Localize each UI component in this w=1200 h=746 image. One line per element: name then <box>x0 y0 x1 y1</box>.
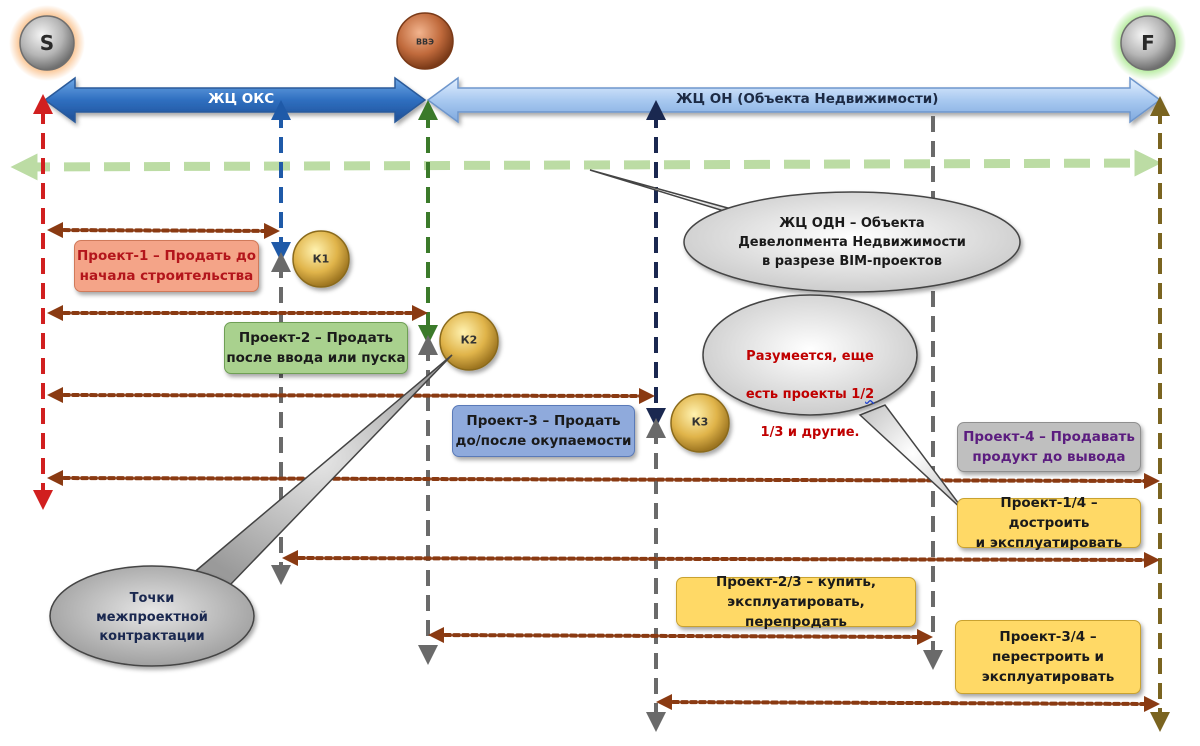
points-callout-tail <box>183 354 453 586</box>
project-1-4-label: Проект-1/4 – достроить и эксплуатировать <box>975 495 1123 551</box>
span-project-4 <box>47 470 1160 489</box>
extra-callout-tail <box>858 404 966 513</box>
k3-label: К3 <box>691 415 709 429</box>
start-milestone <box>19 15 75 71</box>
extra-callout <box>702 294 918 416</box>
contract-k2 <box>439 311 499 371</box>
project-2-3-label: Проект-2/3 – купить, эксплуатировать, пе… <box>715 574 877 630</box>
project-4-box: Проект-4 – Продавать продукт до вывода <box>957 422 1141 472</box>
span-project-2-3 <box>428 627 933 645</box>
project-1-label: Проект-1 – Продать до начала строительст… <box>76 248 256 284</box>
k1-label: К1 <box>312 252 330 266</box>
start-label: S <box>39 31 55 55</box>
on-band-label: ЖЦ ОН (Объекта Недвижимости) <box>676 91 939 107</box>
span-project-1-4 <box>282 550 1160 568</box>
extra-line-1: Разумеется, еще <box>746 349 874 364</box>
vve-label: ВВЭ <box>415 37 435 47</box>
odn-callout <box>683 191 1021 293</box>
extra-line-2a: есть проекты 1/ <box>745 387 866 402</box>
project-1-box: Проект-1 – Продать до начала строительст… <box>74 240 259 292</box>
extra-callout-text: Разумеется, еще есть проекты 1/2 1/3 и д… <box>712 328 908 461</box>
project-4-label: Проект-4 – Продавать продукт до вывода <box>963 429 1135 465</box>
oks-band-label: ЖЦ ОКС <box>208 91 275 107</box>
contract-k3 <box>670 393 730 453</box>
k2-label: К2 <box>460 333 478 347</box>
project-2-label: Проект-2 – Продать после ввода или пуска <box>226 330 406 366</box>
extra-line-3: 1/3 и другие. <box>760 425 860 440</box>
project-2-3-box: Проект-2/3 – купить, эксплуатировать, пе… <box>676 574 916 630</box>
project-3-box: Проект-3 – Продать до/после окупаемости <box>452 405 635 457</box>
odn-lifecycle-arrow <box>10 149 1162 181</box>
project-2-box: Проект-2 – Продать после ввода или пуска <box>224 322 408 374</box>
extra-line-2: есть проекты 1/2 <box>712 385 908 404</box>
finish-milestone <box>1120 15 1176 71</box>
contract-k1 <box>292 230 350 288</box>
points-callout-text: Точки межпроектной контрактации <box>96 591 208 644</box>
span-project-3-4 <box>656 694 1160 712</box>
odn-callout-text: ЖЦ ОДН – Объекта Девелопмента Недвижимос… <box>738 216 966 269</box>
extra-line-2b: 2 <box>865 387 875 402</box>
span-project-3 <box>47 387 655 404</box>
points-callout <box>49 565 255 667</box>
project-3-4-box: Проект-3/4 – перестроить и эксплуатирова… <box>955 620 1141 694</box>
finish-label: F <box>1141 31 1155 55</box>
project-1-4-box: Проект-1/4 – достроить и эксплуатировать <box>957 495 1141 551</box>
project-3-label: Проект-3 – Продать до/после окупаемости <box>455 413 632 449</box>
vve-milestone <box>396 12 454 70</box>
span-project-1 <box>47 222 280 239</box>
project-3-4-label: Проект-3/4 – перестроить и эксплуатирова… <box>981 629 1115 685</box>
